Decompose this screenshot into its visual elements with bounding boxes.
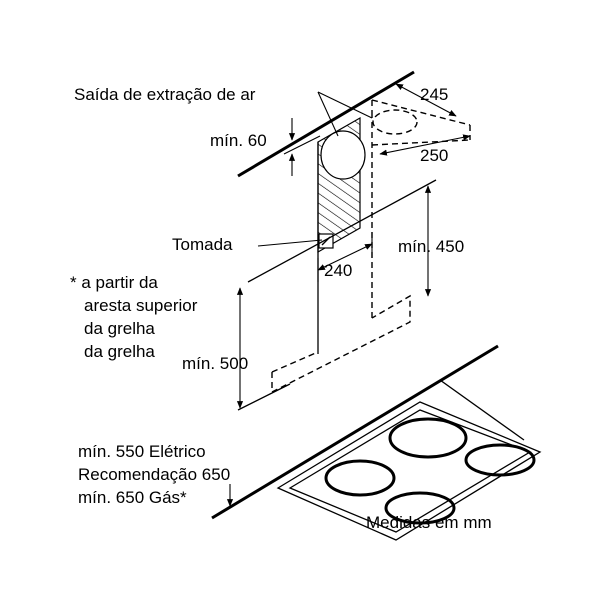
hob-outline	[276, 401, 542, 541]
dim-245-line	[395, 83, 457, 117]
outlet-pointer-2	[317, 91, 373, 119]
label-250: 250	[420, 146, 448, 165]
label-socket: Tomada	[172, 235, 233, 254]
hob-burner-1	[324, 459, 396, 497]
label-note-line2: aresta superior	[84, 296, 198, 315]
label-note-line4: da grelha	[84, 342, 155, 361]
label-min-550-electric: mín. 550 Elétrico	[78, 442, 206, 461]
label-min-650-gas: mín. 650 Gás*	[78, 488, 187, 507]
label-min-500: mín. 500	[182, 354, 248, 373]
hob-burner-3	[464, 443, 536, 477]
dim-250-line	[379, 134, 471, 156]
ref-line-lower	[237, 383, 291, 411]
hob-burner-4	[384, 491, 456, 525]
label-min-60: mín. 60	[210, 131, 267, 150]
ref-line-upper	[247, 179, 437, 283]
dim-240-line	[317, 243, 373, 271]
socket-pointer	[257, 239, 323, 247]
outlet-pointer-1	[317, 91, 339, 137]
label-air-outlet: Saída de extração de ar	[74, 85, 256, 104]
ceiling-line	[237, 70, 415, 178]
hood-body-dashed	[271, 294, 411, 394]
hood-front-edge	[271, 351, 319, 373]
outlet-dashed-circle	[372, 109, 418, 135]
label-240: 240	[324, 261, 352, 280]
label-note-line1: * a partir da	[70, 273, 158, 292]
worktop-side-edge	[439, 379, 525, 441]
dim-60-ext	[283, 135, 321, 155]
hob-burner-2	[388, 417, 468, 459]
worktop-front-edge	[211, 344, 499, 520]
label-recommendation-650: Recomendação 650	[78, 465, 230, 484]
air-outlet-circle	[320, 130, 366, 180]
label-min-450: mín. 450	[398, 237, 464, 256]
label-note-line3: da grelha	[84, 319, 155, 338]
label-245: 245	[420, 85, 448, 104]
label-units: Medidas em mm	[366, 513, 492, 532]
chimney-top-bottom	[371, 139, 471, 146]
